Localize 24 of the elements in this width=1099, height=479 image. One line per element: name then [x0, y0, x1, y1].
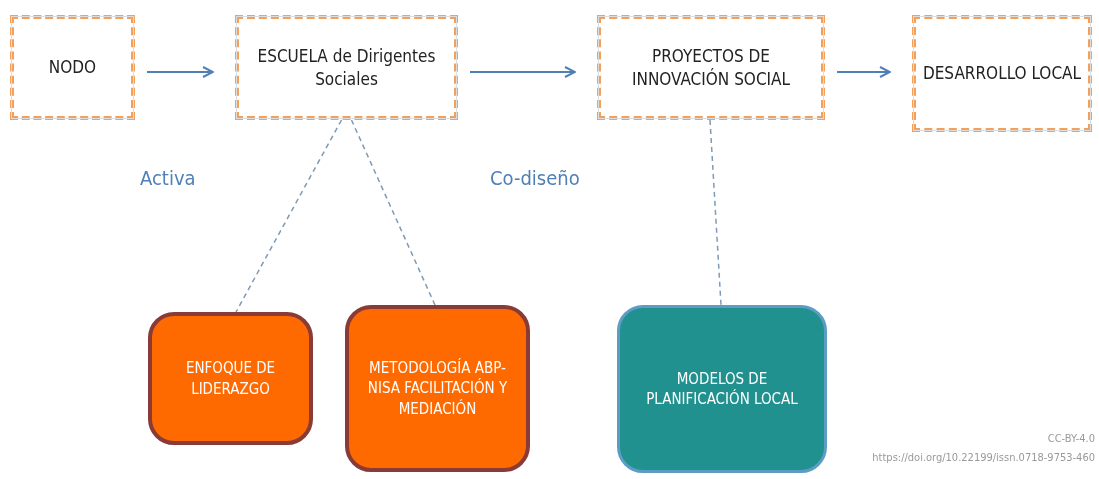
box-text: ESCUELA de Dirigentes Sociales [256, 44, 437, 91]
dashed-box [10, 15, 135, 120]
arrow [469, 66, 576, 78]
box-text: MODELOS DE PLANIFICACIÓN LOCAL [645, 368, 799, 410]
box-text: PROYECTOS DE INNOVACIÓN SOCIAL [630, 44, 792, 91]
box-text: NODO [48, 56, 97, 79]
box-text: ENFOQUE DE LIDERAZGO [184, 358, 277, 399]
dashed-connector [350, 119, 436, 306]
arrow [836, 66, 891, 78]
phase-label: Co-diseño [490, 166, 580, 190]
phase-label: Activa [140, 166, 196, 190]
dashed-box [597, 15, 825, 120]
license-note: CC-BY-4.0 [1047, 432, 1095, 445]
rounded-box [345, 305, 530, 472]
dashed-connector [709, 119, 722, 306]
dashed-box [235, 15, 458, 120]
dashed-connector [235, 119, 343, 313]
box-text: DESARROLLO LOCAL [922, 62, 1082, 85]
dashed-box [912, 15, 1092, 132]
arrow [146, 66, 214, 78]
rounded-box [617, 305, 827, 473]
doi-link: https://doi.org/10.22199/issn.0718-9753-460 [872, 451, 1095, 464]
rounded-box [148, 312, 313, 445]
box-text: METODOLOGÍA ABP-NISA FACILITACIÓN Y MEDIACIÓN [366, 358, 509, 419]
